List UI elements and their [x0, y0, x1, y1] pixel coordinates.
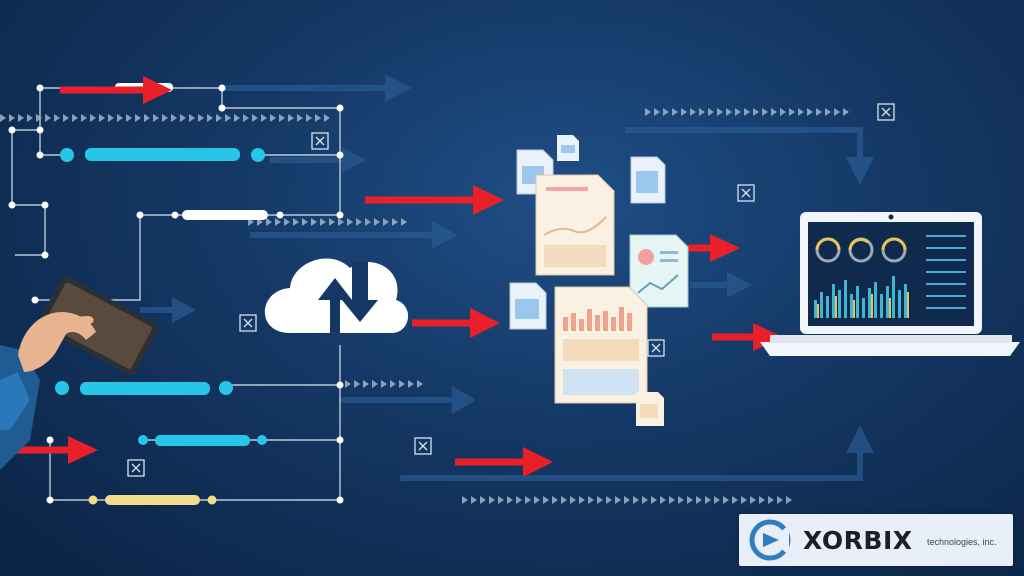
laptop-dashboard [760, 212, 1020, 356]
close-icons [127, 103, 895, 477]
tablet-device [0, 276, 159, 470]
chevron-streams [0, 108, 849, 504]
background-flow-arrows [140, 74, 874, 481]
gauge-widgets [815, 237, 907, 263]
dashboard-histogram [814, 276, 909, 318]
red-flow-arrows [0, 76, 783, 477]
cloud-sync-icon [264, 258, 409, 333]
document-icons [509, 135, 689, 426]
circuit-nodes [8, 84, 344, 504]
xorbix-logo-icon [749, 519, 791, 561]
brand-tagline: technologies, inc. [927, 537, 997, 547]
brand-logo: XORBIX technologies, inc. [739, 514, 1013, 566]
dashboard-list [926, 235, 966, 309]
brand-name: XORBIX [803, 526, 913, 555]
status-bars [55, 83, 268, 505]
